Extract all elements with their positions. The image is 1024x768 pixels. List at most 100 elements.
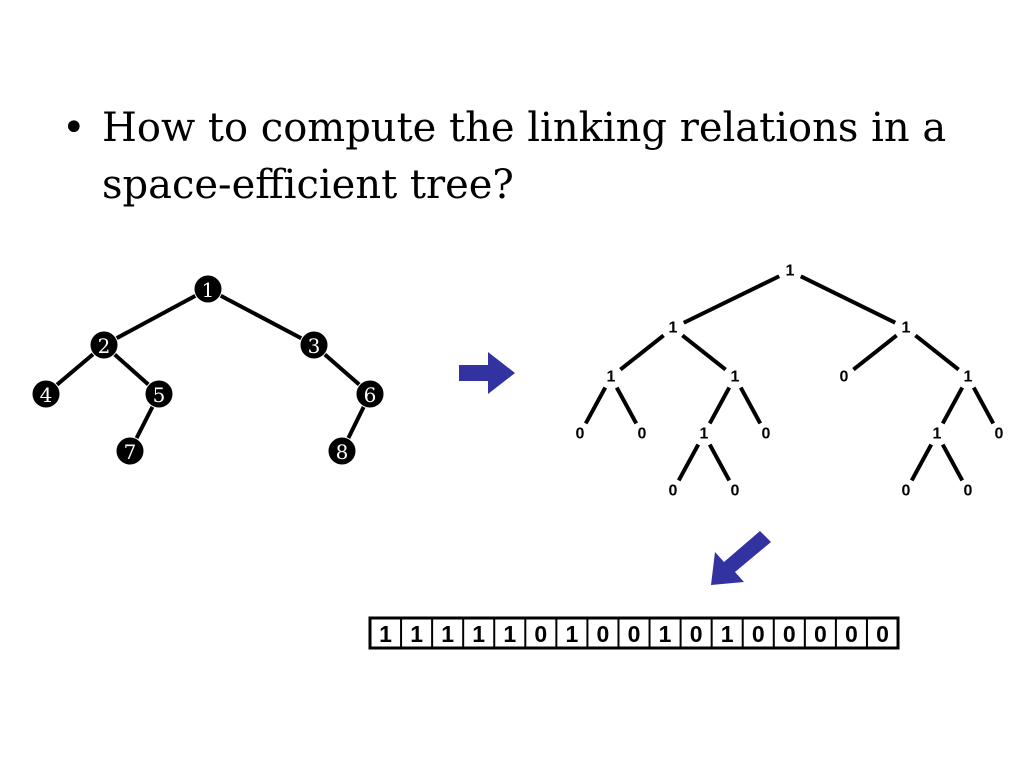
bit-tree-edge [583,386,608,425]
tree-node: 5 [144,379,174,409]
bit-array-cell: 1 [493,618,516,648]
tree-node-label: 8 [336,440,349,464]
bit-array-value: 0 [876,621,889,647]
bit-tree-node: 1 [964,369,973,386]
bit-array-value: 1 [659,621,672,647]
bit-tree-node: 1 [786,263,795,280]
tree-node-label: 6 [364,383,377,407]
bit-tree-node: 0 [995,426,1004,443]
bit-tree-edge [914,333,960,372]
bit-tree-edge [676,443,701,482]
bit-tree-node: 0 [638,426,647,443]
bullet-text: How to compute the linking relations in … [102,105,947,208]
bit-tree-node: 1 [607,369,616,386]
bit-array-value: 0 [783,621,796,647]
bit-tree-edge [940,443,965,482]
bit-tree-node: 0 [762,426,771,443]
bit-array-cell: 1 [431,618,454,648]
bit-tree-edge [619,333,665,372]
bit-array-value: 0 [534,621,547,647]
bit-array-cell: 1 [710,618,734,648]
tree-node-label: 3 [308,334,321,358]
bit-tree-edge [852,333,898,372]
tree-edge [207,287,315,347]
bit-array-cell: 1 [400,618,423,648]
bit-array-cell: 0 [803,618,827,648]
bit-array-value: 0 [845,621,858,647]
tree-node-label: 2 [98,334,111,358]
bit-array-value: 1 [441,621,454,647]
tree-node: 6 [355,379,385,409]
bit-array-value: 1 [410,621,423,647]
bit-tree-node: 0 [669,483,678,500]
tree-node-circle [89,330,119,360]
tree-node: 4 [31,379,61,409]
bit-array-value: 0 [690,621,703,647]
bit-array-cell: 0 [772,618,796,648]
tree-node-circle [327,436,357,466]
down-left-arrow-icon [711,531,771,585]
bit-tree-edge [971,386,996,425]
tree-node: 1 [193,274,223,304]
bit-tree-node: 0 [902,483,911,500]
bit-array-cell: 0 [865,618,889,648]
tree-node-circle [355,379,385,409]
bit-array-value: 1 [721,621,734,647]
bit-tree-node: 1 [700,426,709,443]
tree-node-circle [144,379,174,409]
bit-array-value: 0 [597,621,610,647]
bit-array-cell: 0 [834,618,858,648]
bit-array-value: 1 [503,621,516,647]
bit-tree-edge [707,386,732,425]
bit-array-cell: 1 [555,618,578,648]
bit-tree-node: 0 [964,483,973,500]
bit-array-value: 0 [752,621,765,647]
bit-array-value: 1 [472,621,485,647]
bit-tree-edge [940,386,965,425]
tree-node: 3 [299,330,329,360]
bit-tree-edge [614,386,639,425]
tree-node-label: 4 [40,383,53,407]
tree-node-circle [299,330,329,360]
bit-array-border [368,616,900,650]
tree-node-label: 1 [202,278,215,302]
bit-tree-node: 1 [902,320,911,337]
bit-array-cell: 1 [379,621,392,647]
bit-array-cell: 1 [462,618,485,648]
bit-tree-edge [707,443,732,482]
bit-array-cell: 0 [679,618,703,648]
bit-array-cell: 1 [648,618,672,648]
bit-tree-edge [681,333,727,372]
bit-array-value: 0 [628,621,641,647]
bit-tree-node: 1 [933,426,942,443]
bit-array-value: 0 [814,621,827,647]
original-binary-tree: 1 2 3 4 5 6 7 8 [31,274,385,466]
bit-array-value: 1 [565,621,578,647]
tree-node-circle [31,379,61,409]
tree-node-circle [115,436,145,466]
tree-edge [103,287,209,347]
tree-node-circle [193,274,223,304]
bullet-icon: • [62,105,86,151]
bit-array-value: 1 [379,621,392,647]
tree-node: 8 [327,436,357,466]
bit-array-cell: 0 [586,618,610,648]
bit-tree-edge [799,274,897,325]
tree-node-label: 5 [153,383,166,407]
bit-tree-edge [738,386,763,425]
bit-tree-edge [682,274,781,325]
tree-node: 2 [89,330,119,360]
bit-array-cell: 0 [524,618,547,648]
bit-array-cell: 0 [617,618,641,648]
bit-tree-node: 0 [576,426,585,443]
bit-tree-node: 0 [731,483,740,500]
bit-tree-node: 1 [669,320,678,337]
bit-tree-edge [909,443,934,482]
bit-array-cell: 0 [741,618,765,648]
tree-node-label: 7 [124,440,137,464]
right-arrow-icon [459,352,515,394]
